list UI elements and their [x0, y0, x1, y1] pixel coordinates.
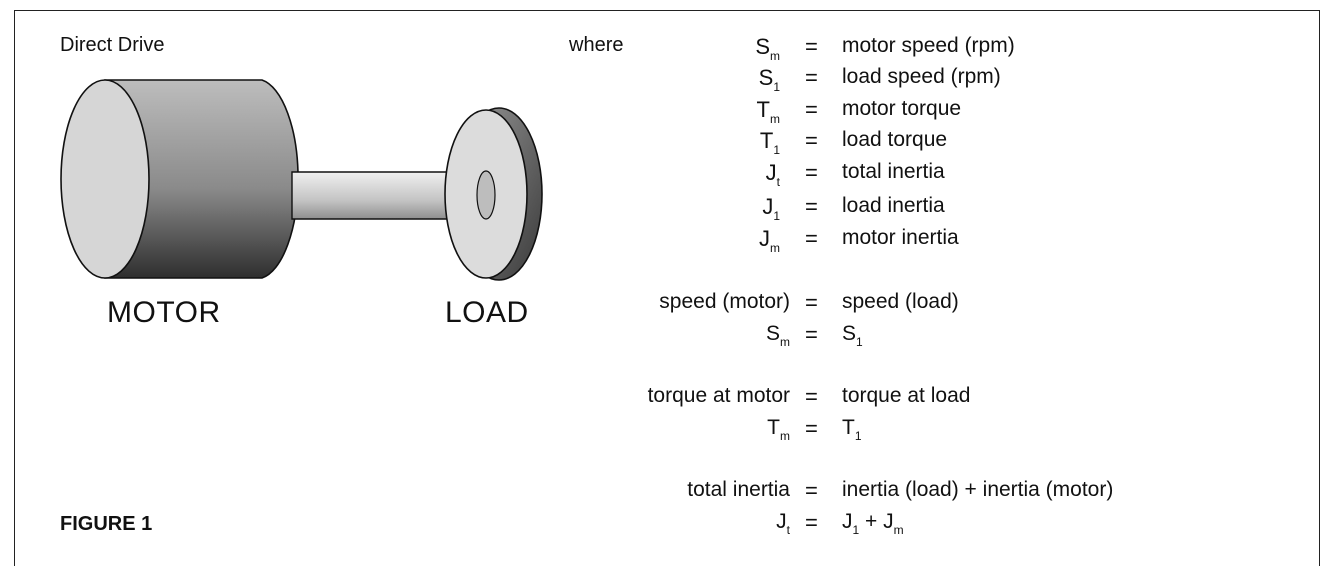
equation-lhs-symbol: Sm	[765, 322, 790, 349]
diagram-title: Direct Drive	[60, 34, 165, 56]
equals-sign: =	[805, 416, 818, 441]
shaft-end	[476, 170, 496, 220]
motor-face	[60, 79, 150, 279]
where-label: where	[569, 34, 624, 56]
definition-text: motor torque	[842, 97, 962, 120]
definition-symbol: Jt	[765, 160, 780, 189]
equals-sign: =	[805, 194, 818, 219]
equation-lhs-text: torque at motor	[647, 384, 790, 407]
definition-text: motor inertia	[842, 226, 959, 249]
equals-sign: =	[805, 34, 818, 59]
equals-sign: =	[805, 510, 818, 535]
definition-symbol: J1	[762, 194, 780, 223]
definition-symbol: S1	[758, 65, 780, 94]
equation-rhs-symbol: S1	[842, 322, 863, 349]
equals-sign: =	[805, 160, 818, 185]
direct-drive-illustration	[60, 79, 543, 281]
equals-sign: =	[805, 478, 818, 503]
figure-label: FIGURE 1	[60, 513, 153, 535]
definition-text: load speed (rpm)	[842, 65, 1001, 88]
definition-symbol: Jm	[759, 226, 780, 255]
equation-rhs-text: inertia (load) + inertia (motor)	[842, 478, 1114, 501]
load-label: LOAD	[445, 296, 529, 329]
equation-rhs-text: torque at load	[842, 384, 971, 407]
equals-sign: =	[805, 384, 818, 409]
definition-text: load inertia	[842, 194, 945, 217]
equals-sign: =	[805, 290, 818, 315]
equation-rhs-text: speed (load)	[842, 290, 959, 313]
equation-lhs-text: speed (motor)	[659, 290, 790, 313]
equals-sign: =	[805, 128, 818, 153]
definition-symbol: T1	[759, 128, 780, 157]
definition-text: total inertia	[842, 160, 945, 183]
equation-rhs-symbol: T1	[842, 416, 862, 443]
equals-sign: =	[805, 97, 818, 122]
equation-lhs-symbol: Tm	[767, 416, 790, 443]
equation-lhs-text: total inertia	[687, 478, 790, 501]
equation-lhs-symbol: Jt	[776, 510, 790, 537]
definition-text: load torque	[842, 128, 948, 151]
figure-frame	[14, 10, 1320, 566]
equation-rhs-symbol: J1 + Jm	[842, 510, 904, 537]
equals-sign: =	[805, 65, 818, 90]
definition-symbol: Sm	[755, 34, 780, 63]
definition-text: motor speed (rpm)	[842, 34, 1015, 57]
definition-symbol: Tm	[756, 97, 780, 126]
motor-label: MOTOR	[107, 296, 221, 329]
equals-sign: =	[805, 322, 818, 347]
equals-sign: =	[805, 226, 818, 251]
